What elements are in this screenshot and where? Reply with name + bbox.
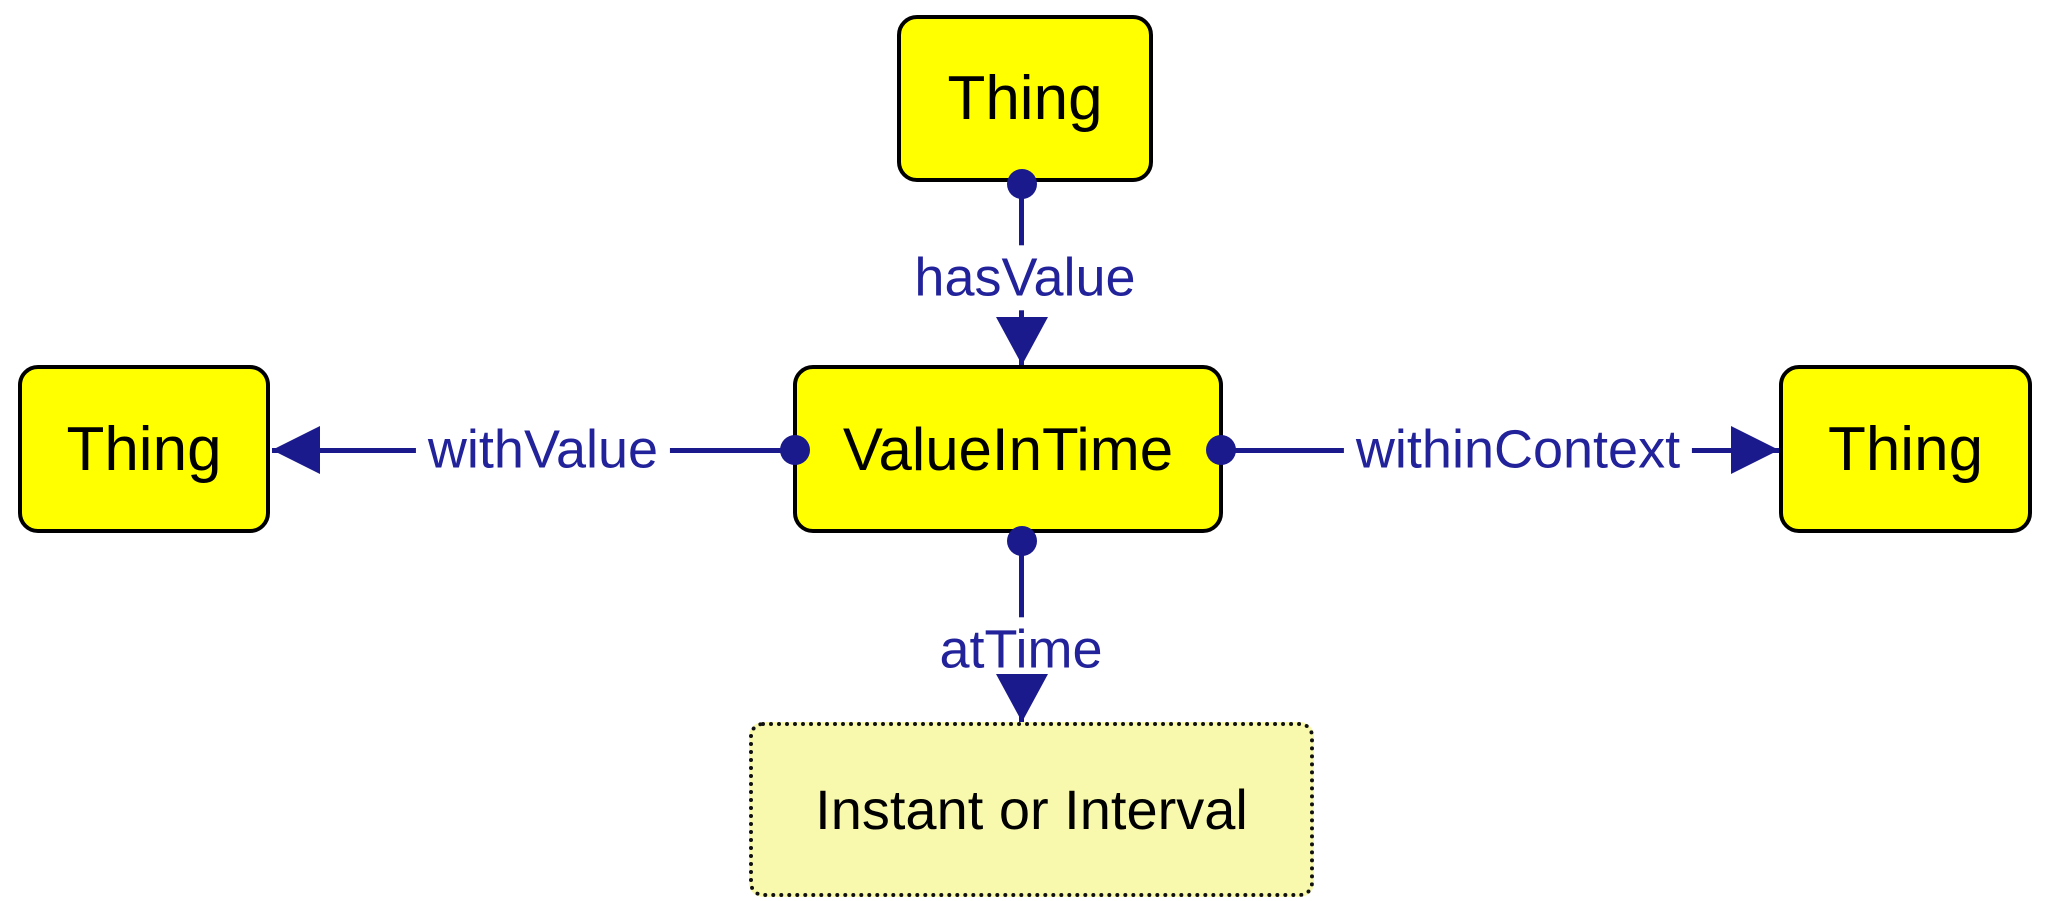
- node-thing-top: Thing: [897, 15, 1153, 182]
- edge-label-withincontext: withinContext: [1343, 417, 1693, 483]
- node-thing-right-label: Thing: [1827, 414, 1984, 484]
- node-instant-or-interval-label: Instant or Interval: [815, 778, 1248, 841]
- node-thing-top-label: Thing: [947, 64, 1103, 133]
- arrowhead-attime-icon: [996, 674, 1048, 722]
- source-dot-withvalue-icon: [780, 435, 810, 465]
- node-thing-left: Thing: [18, 365, 270, 533]
- arrowhead-withvalue-icon: [272, 426, 320, 474]
- source-dot-attime-icon: [1007, 526, 1037, 556]
- edge-label-hasvalue: hasValue: [902, 245, 1148, 311]
- arrowhead-hasvalue-icon: [996, 317, 1048, 365]
- arrowhead-withincontext-icon: [1731, 426, 1779, 474]
- node-thing-right: Thing: [1779, 365, 2032, 533]
- node-instant-or-interval: Instant or Interval: [749, 722, 1314, 897]
- node-value-in-time: ValueInTime: [793, 365, 1223, 533]
- node-thing-left-label: Thing: [66, 414, 222, 484]
- edge-label-attime: atTime: [927, 617, 1115, 683]
- source-dot-withincontext-icon: [1206, 435, 1236, 465]
- source-dot-hasvalue-icon: [1007, 169, 1037, 199]
- edge-label-withvalue: withValue: [415, 417, 671, 483]
- node-value-in-time-label: ValueInTime: [842, 415, 1174, 483]
